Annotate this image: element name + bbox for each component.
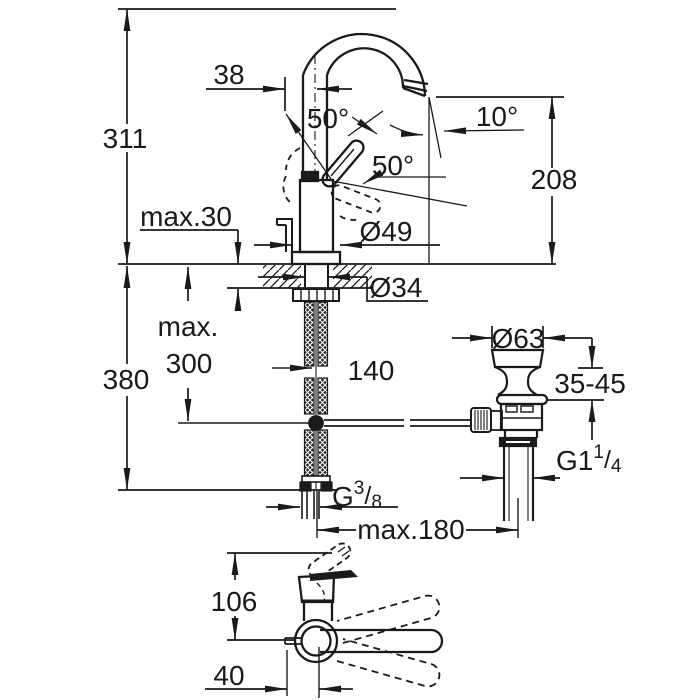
- waste-flange: [495, 393, 549, 406]
- dimension-labels: 38 311 50° 50° 10° 208 max.30 Ø49 Ø34 38…: [103, 59, 626, 691]
- aerator-band: [402, 84, 428, 93]
- counter-hatch-right: [333, 265, 372, 288]
- dim-label-max180: max.180: [357, 514, 464, 545]
- rod-ball-joint: [308, 415, 324, 431]
- counter-hatch-left: [263, 265, 301, 288]
- angle-label-50-lower: 50°: [372, 150, 414, 181]
- angle-label-10: 10°: [476, 101, 518, 132]
- pop-up-waste: [470, 348, 549, 521]
- base-escutcheon: [290, 250, 342, 266]
- waste-body: [499, 402, 544, 432]
- dimension-lines: [118, 8, 604, 698]
- dia-label-34: Ø34: [370, 272, 423, 303]
- dim-label-38: 38: [213, 59, 244, 90]
- mixer-body: [290, 170, 342, 266]
- dia-label-63: Ø63: [492, 323, 545, 354]
- hose-nut-left: [299, 481, 312, 492]
- supply-pipes: [301, 491, 320, 519]
- dim-label-300: 300: [166, 348, 213, 379]
- top-view-spout-ghost-down: [336, 638, 441, 688]
- dim-label-208: 208: [531, 164, 578, 195]
- spout-tip: [402, 86, 426, 98]
- countertop-section: [263, 265, 372, 288]
- dim-label-max-word: max.: [158, 311, 219, 342]
- top-view-spout-ghost-up: [336, 594, 441, 644]
- pop-up-rod: [308, 415, 472, 431]
- dim-label-106: 106: [211, 586, 258, 617]
- dim-label-140: 140: [348, 355, 395, 386]
- mounting-shank: [292, 264, 340, 302]
- aerator-band: [403, 78, 429, 86]
- faucet-side-view: [276, 32, 549, 521]
- dim-label-40: 40: [213, 660, 244, 691]
- spout: [301, 32, 429, 180]
- angle-label-50-upper: 50°: [307, 103, 349, 134]
- hose-nut-right: [320, 481, 333, 492]
- dim-label-311: 311: [103, 123, 148, 154]
- supply-hoses: [299, 301, 333, 492]
- top-view-rod-stub: [284, 637, 302, 645]
- top-view-lever-ghost: [307, 542, 352, 579]
- lever-handle: [321, 139, 365, 188]
- dim-label-380: 380: [103, 364, 150, 395]
- spout-joint: [300, 170, 320, 183]
- dia-label-49: Ø49: [360, 216, 413, 247]
- rod-clamp-bracket: [490, 410, 503, 431]
- thread-label-g1-quarter: G11/4: [556, 442, 622, 477]
- thread-label-g-three-eighths: G3/8: [332, 478, 382, 513]
- dim-label-max30: max.30: [140, 201, 232, 232]
- faucet-top-view: [284, 542, 444, 688]
- hose-fitting: [301, 475, 331, 483]
- pull-rod-knob: [276, 218, 293, 252]
- dim-label-35-45: 35-45: [554, 368, 626, 399]
- top-view-base-inner: [300, 625, 332, 657]
- top-view-spout-solid: [320, 628, 444, 654]
- top-view-lever-solid: [310, 570, 358, 581]
- lever-ghost-dashed: [282, 147, 382, 221]
- top-view-base-outer: [293, 618, 339, 664]
